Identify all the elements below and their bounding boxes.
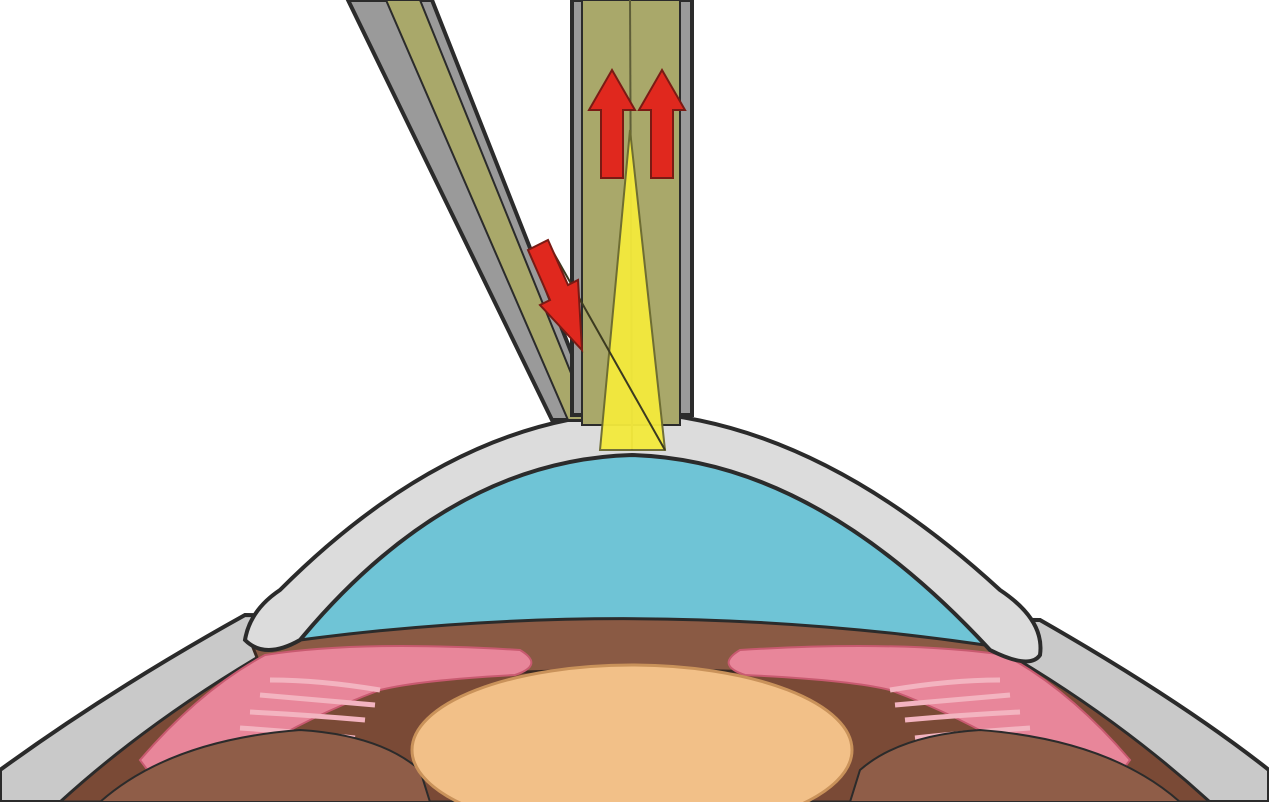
oblique-probe [345,0,601,422]
flow-arrow-down-icon [526,238,584,353]
flow-arrow-icon [587,67,687,179]
lens [410,663,854,802]
posterior-lobe-right [848,728,1182,802]
light-beam [598,129,667,451]
posterior-lobe-left [98,728,432,802]
cornea [242,409,1043,664]
